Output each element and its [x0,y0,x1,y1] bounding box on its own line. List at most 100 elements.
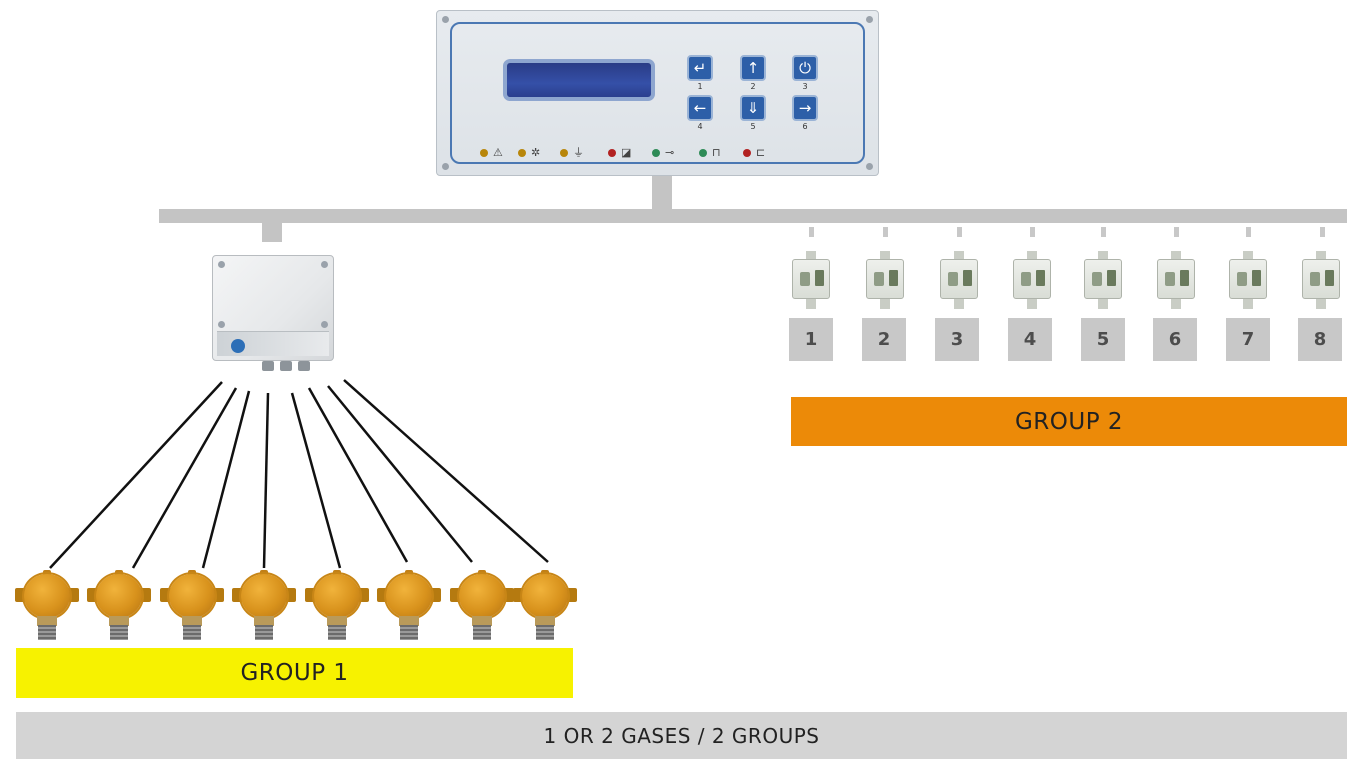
key-number: 2 [750,82,756,91]
wire-line [343,379,549,563]
fan-icon: ✲ [531,146,541,159]
controller-drop-line [652,176,672,209]
sensor-number-box: 4 [1008,318,1052,361]
group2-sensor-icon [1302,259,1340,299]
wire-line [307,387,409,563]
sensor-neck [1243,299,1253,309]
group1-sensor-icon [377,570,441,640]
sensor-neck [1243,251,1253,261]
group2-sensor-icon [1084,259,1122,299]
warning-icon: ⚠ [493,146,503,159]
sensor-neck [1171,299,1181,309]
sensor-neck [1316,299,1326,309]
group1-sensor-icon [305,570,369,640]
cable-gland-icon [262,361,274,371]
group2-sensor-icon [866,259,904,299]
screw-icon [218,261,225,268]
status-led [652,149,660,157]
sensor-neck [1098,251,1108,261]
group1-sensor-icon [450,570,514,640]
folder-icon: ⊏ [756,146,766,159]
sensor-number-box: 3 [935,318,979,361]
footer-caption: 1 OR 2 GASES / 2 GROUPS [16,712,1347,759]
scroll-up-key-button[interactable]: ↑ [740,55,766,81]
sensor-number-box: 2 [862,318,906,361]
wire-line [201,390,251,569]
group2-sensor-icon [1013,259,1051,299]
sensor-neck [806,251,816,261]
wire-line [290,392,342,569]
main-bus-line [159,209,1347,223]
wire-line [131,387,238,569]
sensor-neck [1098,299,1108,309]
bus-stub-line [1174,227,1179,237]
group2-sensor-icon [1157,259,1195,299]
sensor-number-box: 1 [789,318,833,361]
screw-icon [218,321,225,328]
enter-key-button[interactable]: ↵ [687,55,713,81]
sensor-neck [1027,299,1037,309]
unlock-icon: ⊓ [712,146,721,159]
screw-icon [321,321,328,328]
sensor-number-box: 8 [1298,318,1342,361]
power-key-button[interactable]: ⏻ [792,55,818,81]
screw-icon [442,163,449,170]
key-number: 1 [697,82,703,91]
group1-label: GROUP 1 [16,648,573,698]
bus-stub-line [1030,227,1035,237]
sensor-neck [1027,251,1037,261]
group1-sensor-icon [15,570,79,640]
status-led [560,149,568,157]
export-key-button[interactable]: → [792,95,818,121]
sensor-neck [880,251,890,261]
group2-label: GROUP 2 [791,397,1347,446]
group2-sensor-icon [792,259,830,299]
sensor-number-box: 6 [1153,318,1197,361]
sensor-neck [1171,251,1181,261]
status-led [480,149,488,157]
panel-frame [450,22,865,164]
sensor-neck [880,299,890,309]
key-number: 4 [697,122,703,131]
mute-key-button[interactable]: ← [687,95,713,121]
group1-sensor-icon [160,570,224,640]
group2-sensor-icon [940,259,978,299]
bus-stub-line [809,227,814,237]
screw-icon [866,16,873,23]
cable-gland-icon [298,361,310,371]
group1-sensor-icon [232,570,296,640]
control-panel: ↵ 1 ↑ 2 ⏻ 3 ← 4 ⇓ 5 → 6 ⚠ ✲ ⏚ ◪ ⊸ ⊓ ⊏ [436,10,879,176]
down-key-button[interactable]: ⇓ [740,95,766,121]
junction-box-drop-line [262,223,282,242]
brand-logo-icon [231,339,245,353]
group2-sensor-icon [1229,259,1267,299]
bus-stub-line [1246,227,1251,237]
wire-line [262,392,270,569]
junction-box [212,255,334,361]
bus-stub-line [957,227,962,237]
status-led [699,149,707,157]
sensor-number-box: 5 [1081,318,1125,361]
bus-stub-line [883,227,888,237]
screw-icon [442,16,449,23]
key-number: 3 [802,82,808,91]
cable-gland-icon [280,361,292,371]
group1-sensor-icon [87,570,151,640]
sensor-number-box: 7 [1226,318,1270,361]
status-led [518,149,526,157]
sensor-neck [806,299,816,309]
bus-stub-line [1320,227,1325,237]
bus-stub-line [1101,227,1106,237]
sensor-neck [954,251,964,261]
status-led [743,149,751,157]
screw-icon [866,163,873,170]
lcd-display [503,59,655,101]
wire-line [49,381,223,569]
key-icon: ⊸ [665,146,675,159]
sensor-neck [954,299,964,309]
status-led [608,149,616,157]
key-number: 6 [802,122,808,131]
wire-line [327,385,473,563]
ramp-icon: ◪ [621,146,632,159]
